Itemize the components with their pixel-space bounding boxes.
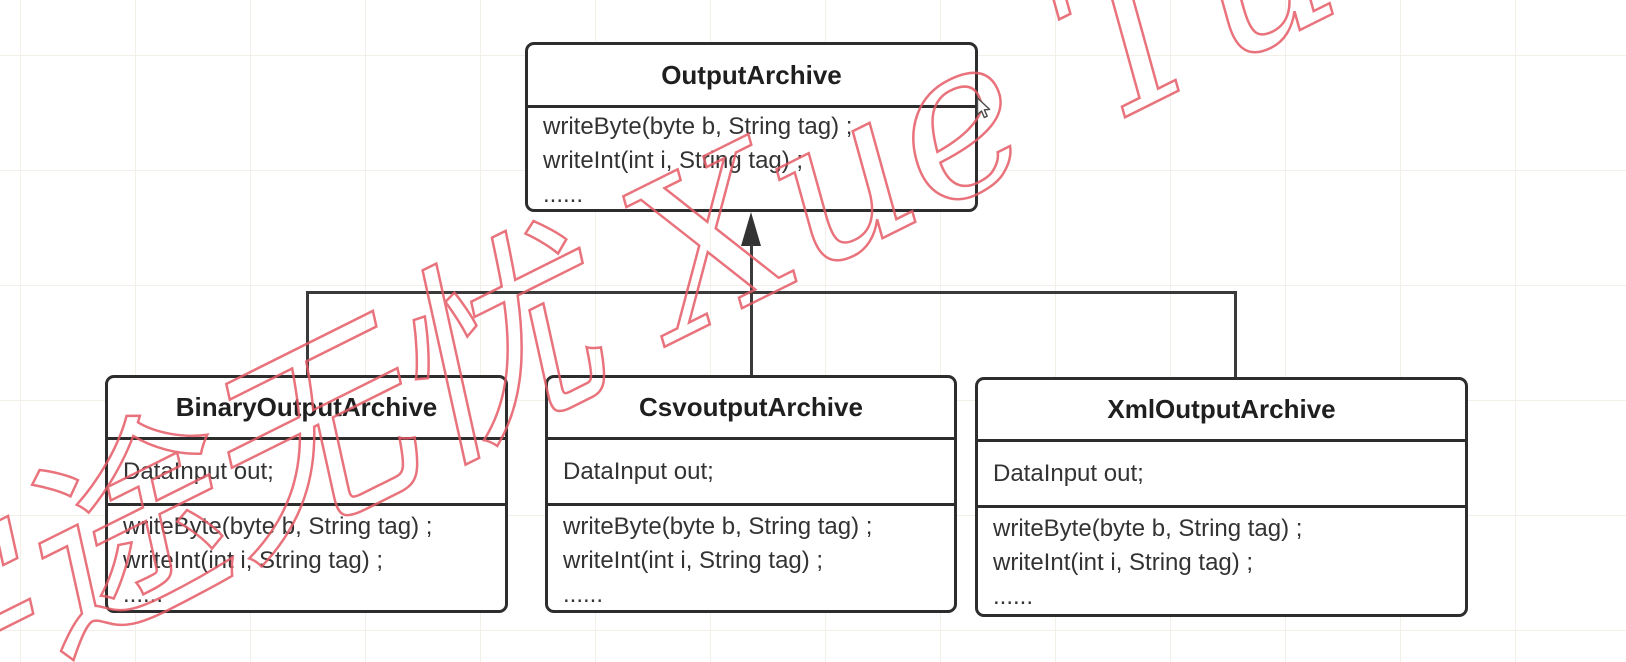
class-box-csvoutputarchive: CsvoutputArchive DataInput out; writeByt… (545, 375, 957, 613)
connector-vertical-right (1234, 294, 1237, 377)
class-box-binaryoutputarchive: BinaryOutputArchive DataInput out; write… (105, 375, 508, 613)
class-box-outputarchive: OutputArchive writeByte(byte b, String t… (525, 42, 978, 212)
class-title: BinaryOutputArchive (108, 378, 505, 440)
uml-method-ellipsis: ...... (563, 581, 604, 608)
class-methods: writeByte(byte b, String tag) ; writeInt… (108, 506, 505, 612)
inheritance-arrowhead-icon (741, 212, 761, 246)
class-methods: writeByte(byte b, String tag) ; writeInt… (978, 508, 1465, 614)
class-methods: writeByte(byte b, String tag) ; writeInt… (548, 506, 954, 612)
connector-vertical-left (306, 294, 309, 375)
uml-method-ellipsis: ...... (543, 181, 584, 208)
class-attributes: DataInput out; (108, 440, 505, 506)
uml-method-ellipsis: ...... (993, 583, 1034, 610)
class-title: CsvoutputArchive (548, 378, 954, 440)
class-attributes: DataInput out; (548, 440, 954, 506)
class-methods: writeByte(byte b, String tag) ; writeInt… (528, 108, 975, 212)
uml-method: writeInt(int i, String tag) ; (123, 547, 384, 574)
uml-attribute: DataInput out; (123, 457, 274, 485)
connector-vertical-middle (750, 244, 753, 375)
uml-method: writeByte(byte b, String tag) ; (123, 513, 433, 540)
class-title: XmlOutputArchive (978, 380, 1465, 442)
class-attributes: DataInput out; (978, 442, 1465, 508)
uml-method: writeInt(int i, String tag) ; (543, 147, 804, 174)
uml-method: writeByte(byte b, String tag) ; (993, 515, 1303, 542)
uml-attribute: DataInput out; (563, 457, 714, 485)
class-box-xmloutputarchive: XmlOutputArchive DataInput out; writeByt… (975, 377, 1468, 617)
uml-method-ellipsis: ...... (123, 581, 164, 608)
connector-horizontal (306, 291, 1237, 294)
mouse-cursor-icon (976, 97, 993, 125)
class-title: OutputArchive (528, 45, 975, 108)
uml-method: writeInt(int i, String tag) ; (563, 547, 824, 574)
uml-method: writeInt(int i, String tag) ; (993, 549, 1254, 576)
uml-attribute: DataInput out; (993, 459, 1144, 487)
uml-method: writeByte(byte b, String tag) ; (563, 513, 873, 540)
uml-method: writeByte(byte b, String tag) ; (543, 113, 853, 140)
